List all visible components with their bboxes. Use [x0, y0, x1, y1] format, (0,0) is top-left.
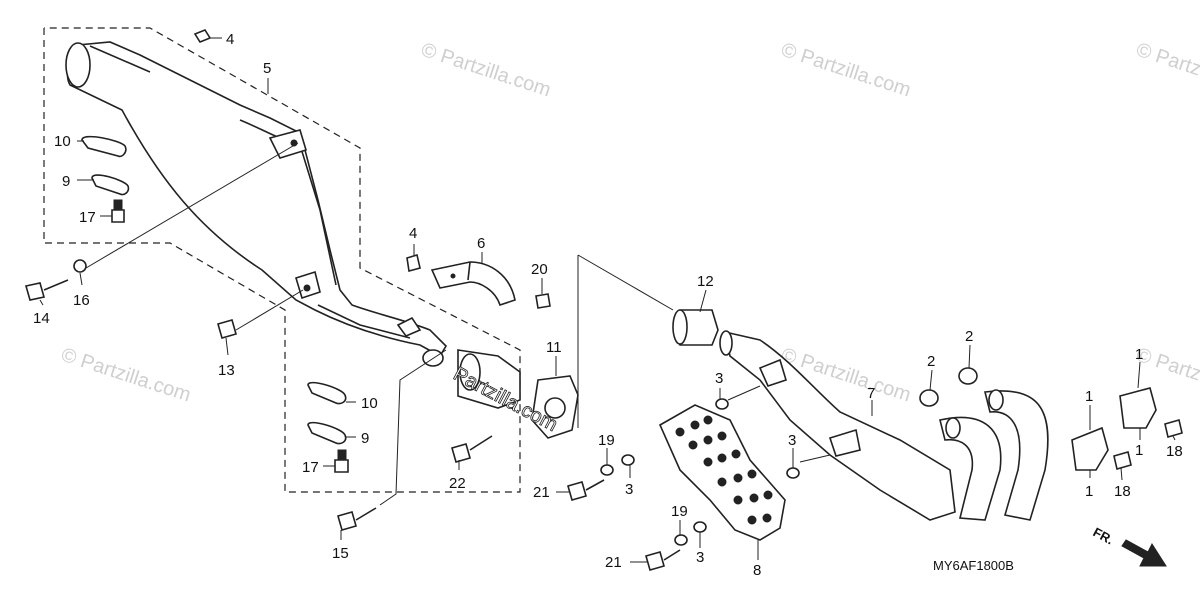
callout-15: 15: [332, 545, 349, 562]
assembly-dashed-outline: [43, 27, 521, 493]
callout-17: 17: [79, 209, 96, 226]
leader-lines: [39, 37, 1176, 563]
exhaust-pipe: [719, 330, 1049, 521]
callout-21b: 21: [605, 554, 622, 571]
callout-10b: 10: [361, 395, 378, 412]
callout-17b: 17: [302, 459, 319, 476]
callout-1b: 1: [1085, 483, 1093, 500]
watermark: © Partzilla.com: [418, 39, 553, 102]
callout-18a: 18: [1114, 483, 1131, 500]
protector-holes: [675, 415, 773, 525]
callout-4: 4: [226, 31, 234, 48]
callout-21a: 21: [533, 484, 550, 501]
direction-label: FR.: [1091, 524, 1117, 547]
callout-2a: 2: [927, 353, 935, 370]
front-direction-indicator: FR.: [1091, 524, 1167, 567]
callout-2b: 2: [965, 328, 973, 345]
callout-20: 20: [531, 261, 548, 278]
direction-arrow-icon: [1121, 539, 1167, 567]
callout-18b: 18: [1166, 443, 1183, 460]
diagram-code: MY6AF1800B: [933, 558, 1014, 573]
callout-16: 16: [73, 292, 90, 309]
callout-13: 13: [218, 362, 235, 379]
callout-1d: 1: [1135, 442, 1143, 459]
callout-10: 10: [54, 133, 71, 150]
watermark: © Partzilla.com: [778, 39, 913, 102]
muffler: [65, 41, 448, 367]
watermark: © Partzilla.com: [1133, 39, 1200, 102]
callout-9: 9: [62, 173, 70, 190]
hardware: [24, 29, 1183, 571]
callout-1c: 1: [1135, 346, 1143, 363]
callout-19b: 19: [671, 503, 688, 520]
clamp-band: [430, 261, 516, 307]
callout-5: 5: [263, 60, 271, 77]
callout-12: 12: [697, 273, 714, 290]
callout-3d: 3: [696, 549, 704, 566]
gasket-ring: [672, 309, 719, 346]
callout-11: 11: [546, 339, 562, 356]
callout-3b: 3: [625, 481, 633, 498]
callout-3c: 3: [788, 432, 796, 449]
callout-22: 22: [449, 475, 466, 492]
callout-6: 6: [477, 235, 485, 252]
callout-labels: 4 5 10 9 17 14 16 13 4 6 20 11 12 10 9 1…: [33, 31, 1183, 579]
callout-3a: 3: [715, 370, 723, 387]
callout-7: 7: [867, 385, 875, 402]
callout-1a: 1: [1085, 388, 1093, 405]
callout-9b: 9: [361, 430, 369, 447]
callout-8: 8: [753, 562, 761, 579]
callout-14: 14: [33, 310, 50, 327]
callout-19a: 19: [598, 432, 615, 449]
exhaust-joint: [457, 349, 579, 439]
callout-4b: 4: [409, 225, 417, 242]
heat-protector: [658, 404, 786, 541]
watermark: © Partzilla.com: [58, 344, 193, 407]
